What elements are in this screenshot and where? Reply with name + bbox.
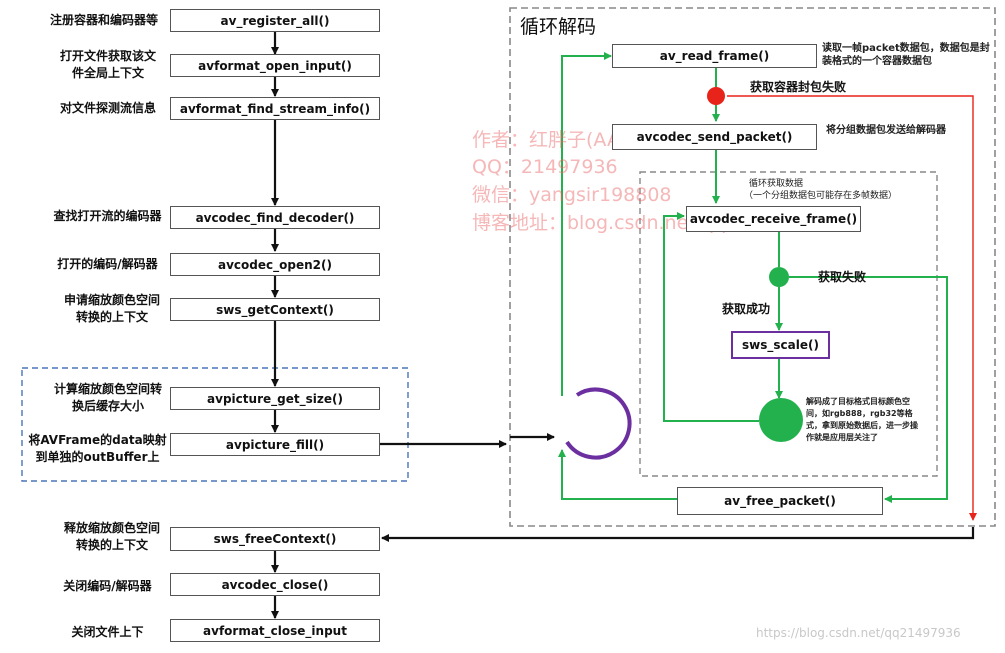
receive-frame-box: avcodec_receive_frame() — [686, 206, 861, 232]
footer-url: https://blog.csdn.net/qq21497936 — [756, 626, 961, 640]
step-desc-sws-freecontext: 释放缩放颜色空间转换的上下文 — [63, 521, 160, 552]
inner-loop-title: 循环获取数据 — [749, 179, 804, 189]
demux-fail-label: 获取容器封包失败 — [750, 80, 847, 94]
read-frame-desc: 读取一帧packet数据包，数据包是封装格式的一个容器数据包 — [822, 43, 990, 67]
send-packet-box: avcodec_send_packet() — [612, 124, 817, 150]
step-desc-sws-getcontext: 申请缩放颜色空间转换的上下文 — [63, 293, 160, 324]
step-box-close-input: avformat_close_input — [170, 619, 380, 642]
send-packet-desc: 将分组数据包发送给解码器 — [826, 125, 946, 136]
loop-title: 循环解码 — [520, 16, 597, 38]
read-frame-box: av_read_frame() — [612, 44, 817, 68]
loop-cycle-icon — [565, 387, 632, 460]
step-box-get-size: avpicture_get_size() — [170, 387, 380, 410]
step-desc-get-size: 计算缩放颜色空间转换后缓存大小 — [53, 382, 162, 413]
get-success-label: 获取成功 — [722, 302, 771, 316]
step-box-picture-fill: avpicture_fill() — [170, 433, 380, 456]
step-desc-picture-fill: 将AVFrame的data映射到单独的outBuffer上 — [28, 433, 167, 464]
step-box-find-decoder: avcodec_find_decoder() — [170, 206, 380, 229]
step-box-sws-getcontext: sws_getContext() — [170, 298, 380, 321]
watermark-qq: QQ：21497936 — [472, 156, 618, 178]
demux-fail-node — [707, 87, 725, 105]
step-box-open2: avcodec_open2() — [170, 253, 380, 276]
step-desc-close-input: 关闭文件上下 — [71, 625, 144, 639]
step-box-open-input: avformat_open_input() — [170, 54, 380, 77]
step-desc-find-decoder: 查找打开流的编码器 — [53, 209, 162, 223]
receive-branch-node — [769, 267, 789, 287]
buffer-group-container — [21, 367, 409, 482]
step-desc-find-stream-info: 对文件探测流信息 — [59, 101, 156, 115]
loop-container — [509, 7, 996, 527]
decoded-frame-node — [759, 398, 803, 442]
step-desc-register-all: 注册容器和编码器等 — [49, 13, 158, 27]
inner-loop-container — [639, 171, 938, 477]
inner-loop-subtitle: （一个分组数据包可能存在多帧数据） — [744, 191, 898, 201]
step-desc-open-input: 打开文件获取该文件全局上下文 — [59, 49, 156, 80]
step-desc-open2: 打开的编码/解码器 — [57, 257, 158, 271]
step-box-sws-freecontext: sws_freeContext() — [170, 527, 380, 551]
get-fail-label: 获取失败 — [818, 270, 867, 284]
step-box-find-stream-info: avformat_find_stream_info() — [170, 97, 380, 120]
step-box-register-all: av_register_all() — [170, 9, 380, 32]
sws-scale-box: sws_scale() — [731, 331, 830, 359]
decoded-frame-desc: 解码成了目标格式目标颜色空间，如rgb888，rgb32等格式，拿到原始数据后，… — [806, 397, 918, 442]
free-packet-box: av_free_packet() — [677, 487, 883, 515]
step-desc-codec-close: 关闭编码/解码器 — [63, 579, 152, 593]
watermark-wechat: 微信：yangsir198808 — [472, 184, 672, 206]
step-box-codec-close: avcodec_close() — [170, 573, 380, 596]
